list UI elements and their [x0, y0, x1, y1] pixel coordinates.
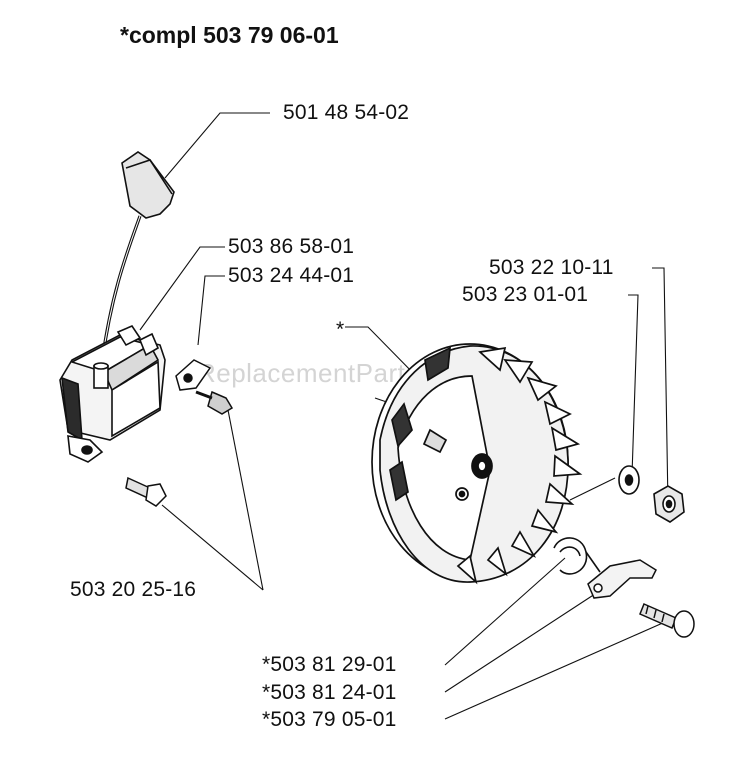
pawl-icon [587, 559, 657, 599]
part-label-pawl-spring: *503 81 29-01 [262, 653, 397, 676]
part-label-flywheel-nut: 503 22 10-11 [489, 256, 614, 279]
spark-plug-boot-icon [100, 151, 175, 363]
ground-clip-icon [175, 359, 234, 415]
part-label-module-screws: 503 20 25-16 [70, 578, 197, 601]
leader-line-screw-a [161, 504, 264, 591]
leader-line-washer [628, 294, 639, 476]
leader-line-clip [197, 275, 225, 346]
leader-line-flywheel [345, 326, 421, 381]
leader-line-screw-b [227, 409, 264, 591]
part-label-spark-plug-boot: 501 48 54-02 [283, 101, 410, 124]
leader-line-boot [164, 112, 270, 179]
part-label-flywheel: * [336, 318, 345, 341]
leader-line-pawl-screw [444, 621, 666, 720]
flywheel-nut-icon [653, 485, 685, 523]
part-label-ground-clip: 503 24 44-01 [228, 264, 355, 287]
part-label-ignition-module: 503 86 58-01 [228, 235, 355, 258]
leader-line-nut [652, 267, 669, 506]
part-label-flywheel-washer: 503 23 01-01 [462, 283, 589, 306]
leader-line-spring [444, 557, 566, 666]
part-label-pawl-screw: *503 79 05-01 [262, 708, 397, 731]
part-label-pawl: *503 81 24-01 [262, 681, 397, 704]
leader-line-module [139, 246, 225, 331]
leader-line-pawl [444, 591, 599, 693]
flywheel-washer-icon [618, 465, 640, 495]
module-screw-icon [125, 476, 167, 507]
assembly-title: *compl 503 79 06-01 [120, 22, 339, 48]
pawl-screw-icon [639, 603, 695, 638]
ignition-module-icon [59, 325, 166, 463]
pawl-spring-icon [553, 537, 601, 575]
flywheel-icon [371, 343, 583, 585]
